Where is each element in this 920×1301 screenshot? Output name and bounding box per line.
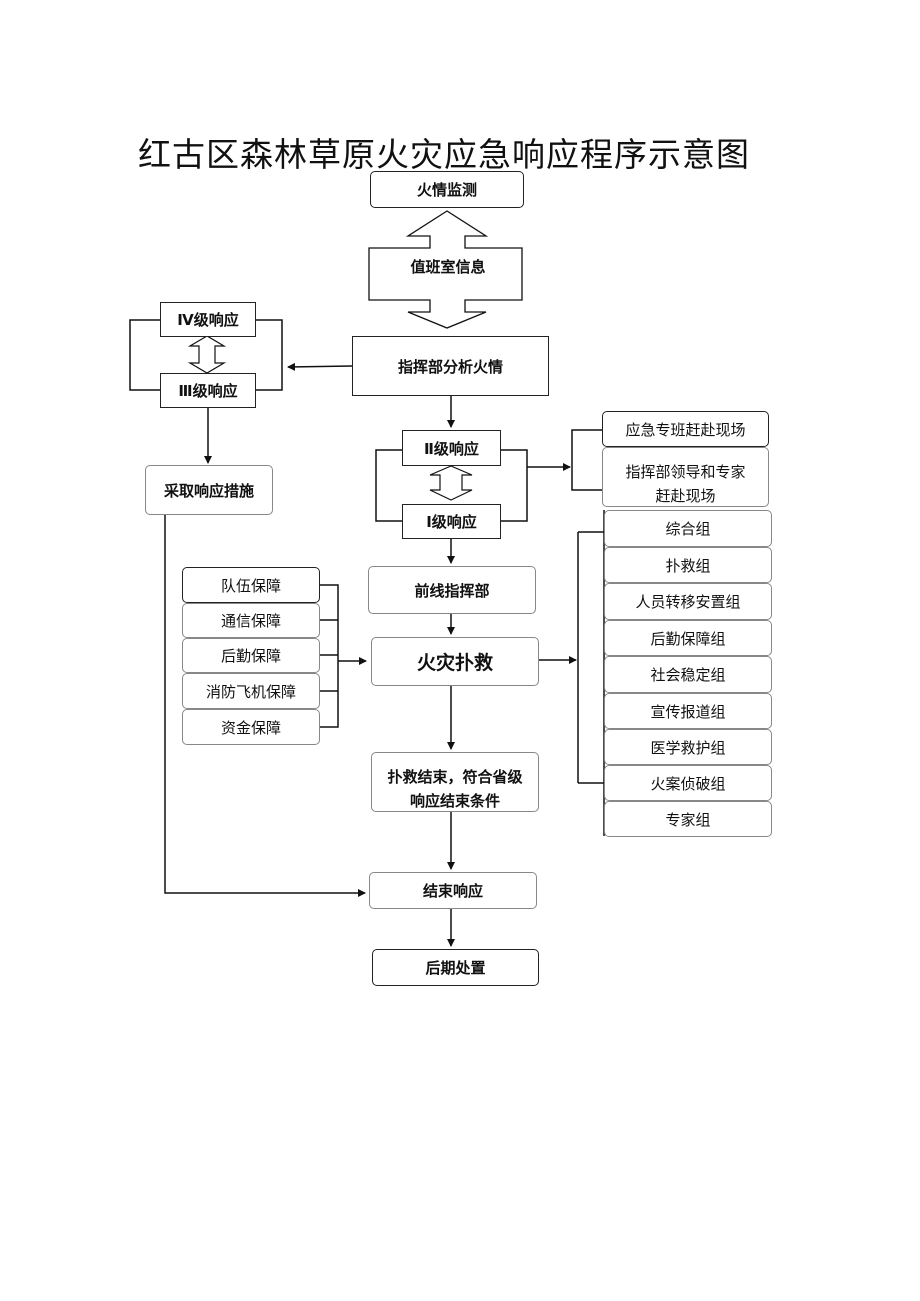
duty-room-label: 值班室信息 [410, 257, 486, 276]
support-item: 后勤保障 [182, 638, 320, 673]
support-item: 资金保障 [182, 709, 320, 745]
end-response-box: 结束响应 [369, 872, 537, 909]
page-title: 红古区森林草原火灾应急响应程序示意图 [138, 135, 750, 174]
support-item: 消防飞机保障 [182, 673, 320, 709]
group-item: 社会稳定组 [604, 656, 772, 693]
group-item: 火案侦破组 [604, 765, 772, 801]
level2-box: Ⅱ级响应 [402, 430, 501, 466]
hq-analysis-box: 指挥部分析火情 [352, 336, 549, 396]
double-arrow-large [368, 210, 523, 329]
fire-monitor-box: 火情监测 [370, 171, 524, 208]
double-arrow-small-1 [187, 335, 227, 374]
level4-box: Ⅳ级响应 [160, 302, 256, 337]
leaders-experts-box: 指挥部领导和专家赶赴现场 [602, 447, 769, 507]
support-item: 通信保障 [182, 603, 320, 638]
group-item: 扑救组 [604, 547, 772, 583]
front-hq-box: 前线指挥部 [368, 566, 536, 614]
double-arrow-small-2 [429, 465, 473, 501]
group-item: 综合组 [604, 510, 772, 547]
group-item: 医学救护组 [604, 729, 772, 765]
group-item: 后勤保障组 [604, 620, 772, 656]
group-item: 专家组 [604, 801, 772, 837]
level3-box: Ⅲ级响应 [160, 373, 256, 408]
level1-box: Ⅰ级响应 [402, 504, 501, 539]
group-item: 人员转移安置组 [604, 583, 772, 620]
group-item: 宣传报道组 [604, 693, 772, 729]
end-condition-box: 扑救结束，符合省级响应结束条件 [371, 752, 539, 812]
support-item: 队伍保障 [182, 567, 320, 603]
special-class-box: 应急专班赶赴现场 [602, 411, 769, 447]
measures-box: 采取响应措施 [145, 465, 273, 515]
aftermath-box: 后期处置 [372, 949, 539, 986]
fire-fighting-box: 火灾扑救 [371, 637, 539, 686]
